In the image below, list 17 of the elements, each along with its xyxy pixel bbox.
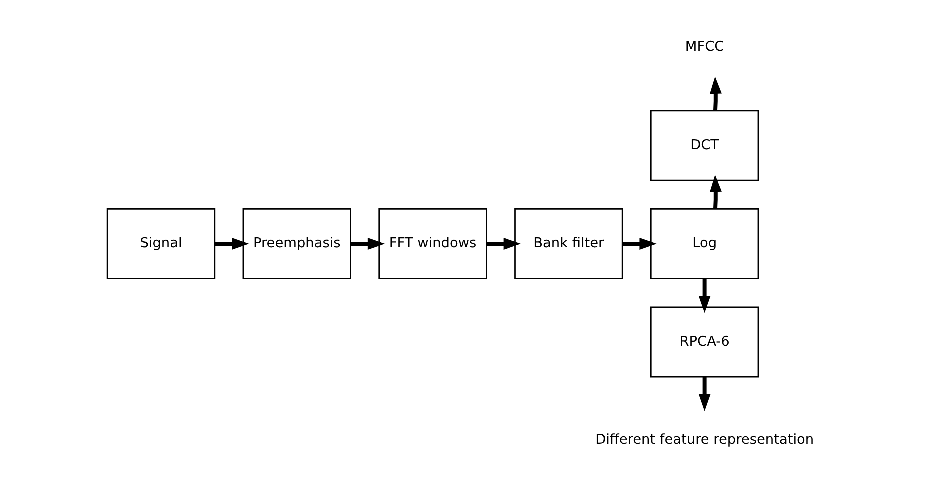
arrow (623, 238, 657, 250)
arrow (698, 377, 711, 412)
node-box: Log (650, 208, 760, 280)
node-box: Signal (106, 208, 216, 280)
arrow (710, 174, 722, 209)
node-text: MFCC (685, 39, 724, 56)
arrow (710, 76, 722, 111)
node-box: Preemphasis (242, 208, 352, 280)
arrow (351, 238, 386, 250)
node-box: FFT windows (378, 208, 488, 280)
node-box: DCT (650, 110, 760, 182)
node-box: RPCA-6 (650, 306, 760, 378)
arrow (487, 238, 521, 250)
arrow (215, 238, 250, 250)
arrow (698, 279, 711, 314)
node-text: Different feature representation (596, 432, 814, 448)
node-box: Bank filter (514, 208, 624, 280)
